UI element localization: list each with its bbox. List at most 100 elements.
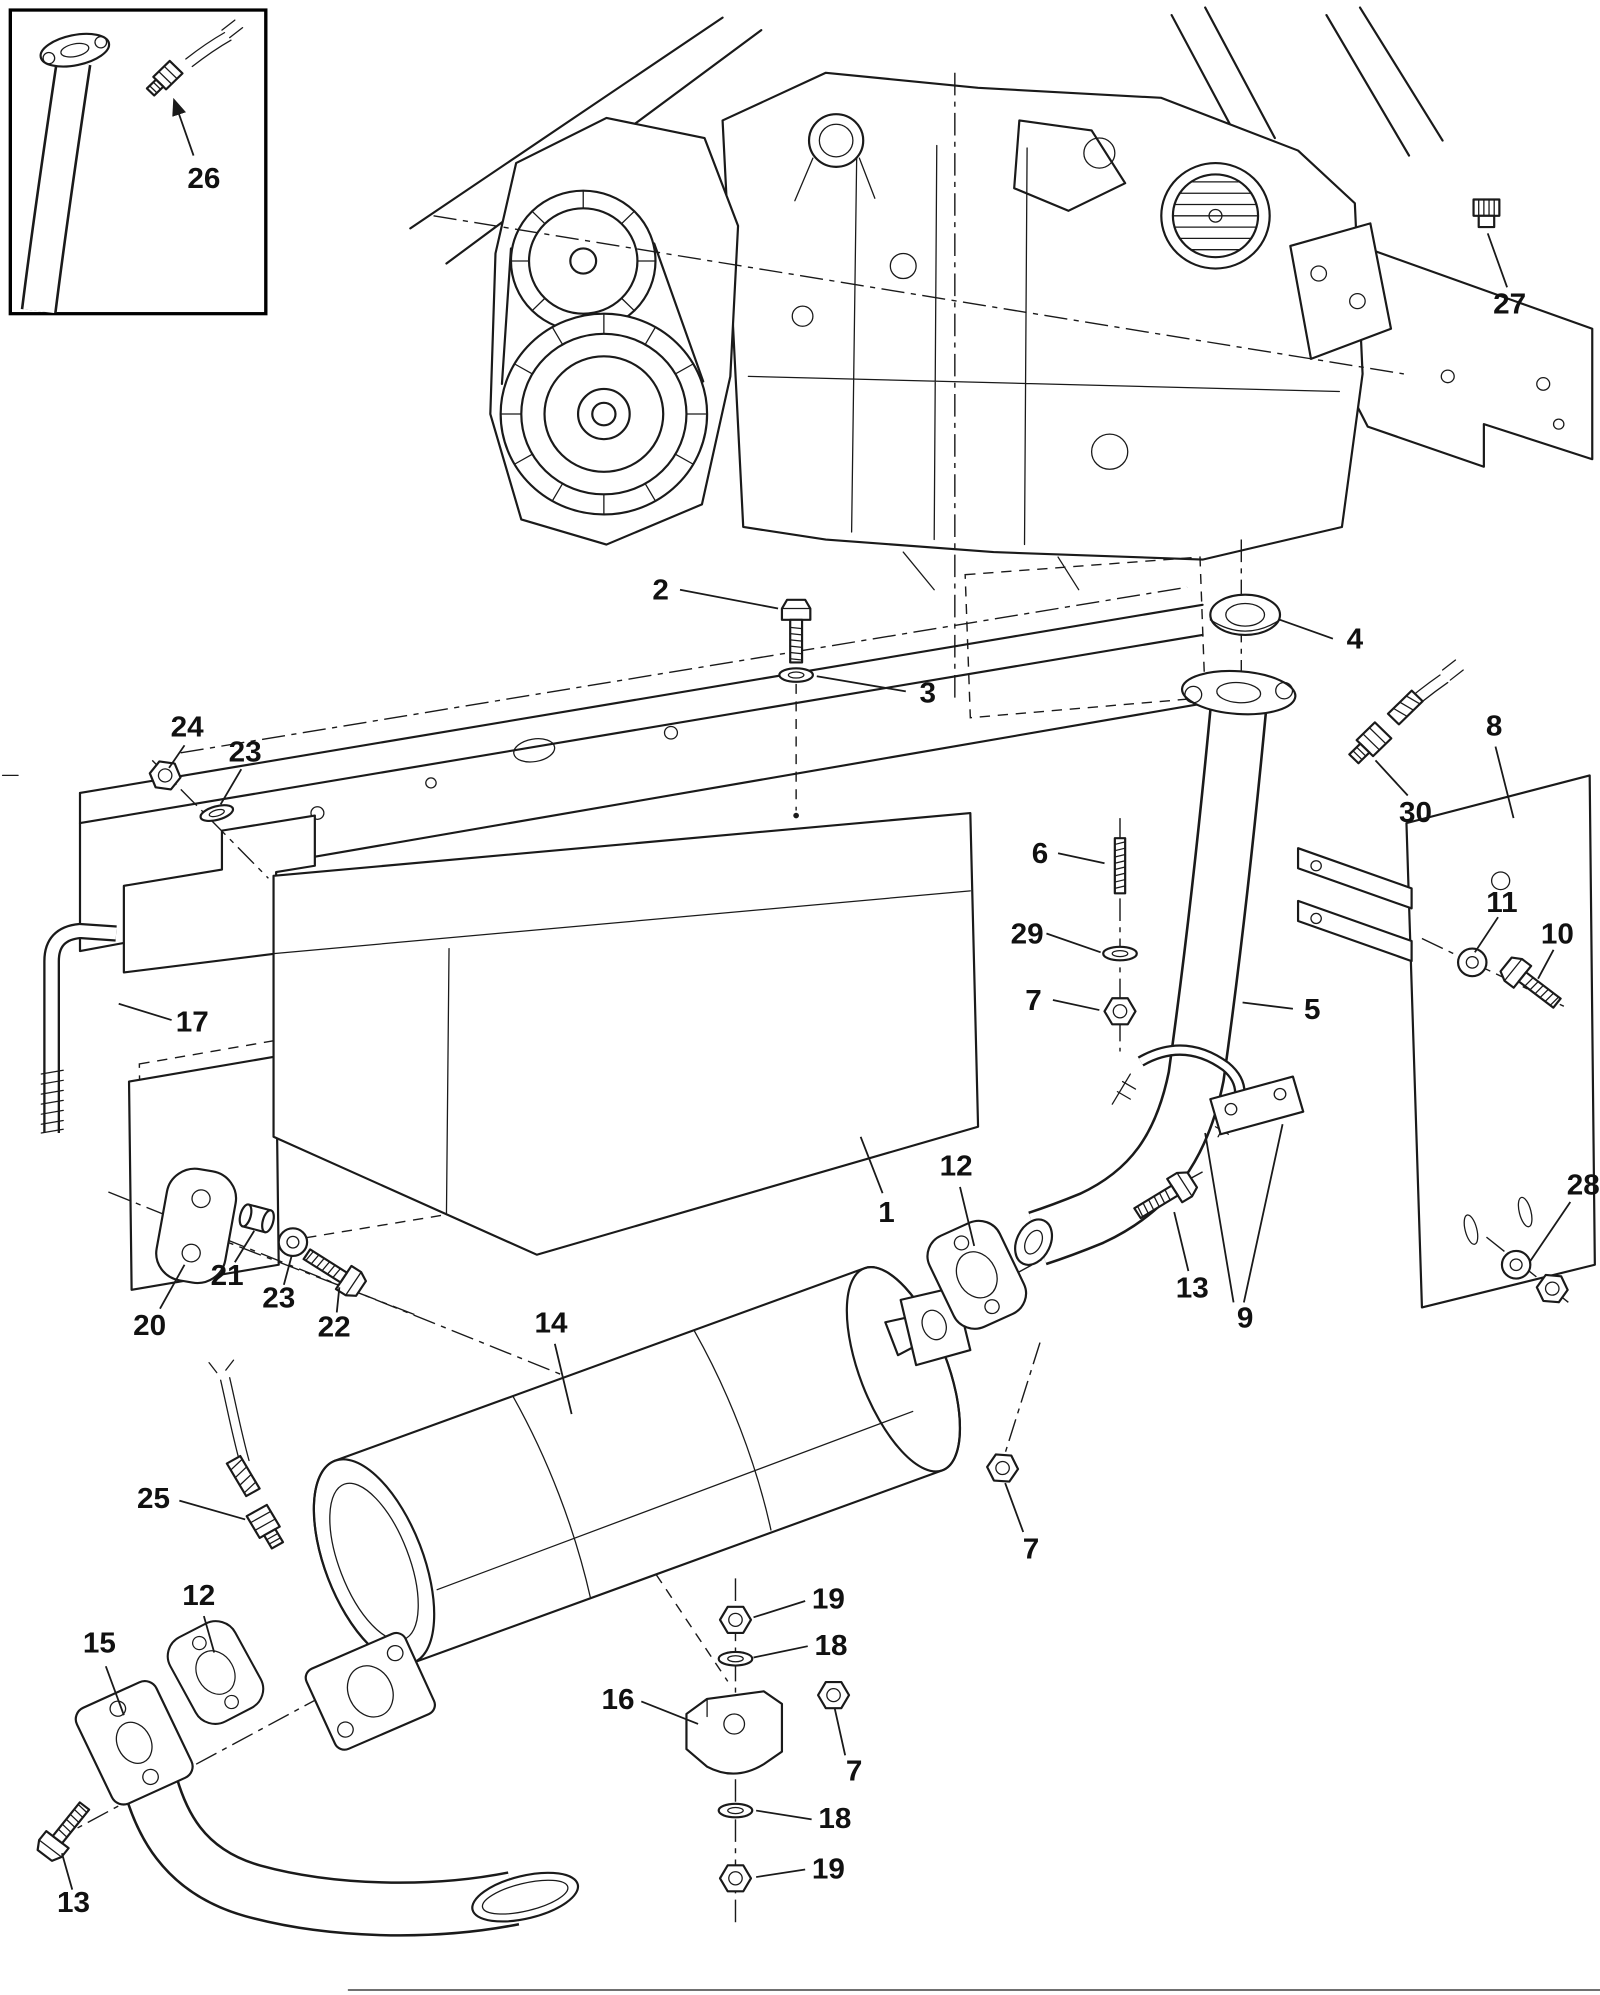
drive-belt xyxy=(500,242,705,386)
callout-label: 29 xyxy=(1011,919,1044,951)
exhaust-downpipe xyxy=(1014,669,1297,1266)
callout-label: 22 xyxy=(318,1312,351,1344)
hex-nut-7-icon xyxy=(1103,997,1137,1026)
washer-23-icon xyxy=(197,800,236,826)
hex-bolt-13-icon xyxy=(32,1796,97,1866)
callout-label: 3 xyxy=(919,678,936,710)
callout-label: 17 xyxy=(176,1007,209,1039)
heat-shield-panel xyxy=(272,811,980,1256)
callout-label: 12 xyxy=(940,1151,973,1183)
tailpipe-outlet xyxy=(471,1871,580,1923)
shield-step-bracket xyxy=(122,814,316,974)
washer-23-face-icon xyxy=(277,1227,309,1258)
downpipe-outlet-flange xyxy=(1014,1218,1054,1266)
oxygen-sensor-30 xyxy=(1348,659,1464,765)
mounting-bracket-plate xyxy=(1296,774,1596,1309)
washer-18-icon xyxy=(717,1802,754,1819)
rubber-mount xyxy=(155,1167,238,1285)
washer-29-icon xyxy=(1102,945,1138,962)
callout-label: 13 xyxy=(57,1888,90,1920)
callout-label: 24 xyxy=(171,712,205,744)
crankshaft-pulley xyxy=(499,312,709,516)
callout-label: 10 xyxy=(1541,919,1574,951)
callout-label: 9 xyxy=(1237,1303,1254,1335)
callout-label: 8 xyxy=(1486,711,1503,743)
callout-label: 23 xyxy=(262,1283,295,1315)
muffler xyxy=(304,1266,972,1751)
hex-nut-7-icon xyxy=(985,1452,1021,1484)
stud-6-icon xyxy=(1113,837,1127,895)
callout-label: 14 xyxy=(534,1308,568,1340)
inset-detail-box xyxy=(8,8,268,316)
fastener-hardware xyxy=(32,198,1570,1893)
inset-oxygen-sensor xyxy=(145,19,244,97)
inset-border xyxy=(8,8,268,316)
callout-label: 6 xyxy=(1032,839,1049,871)
callout-label: 13 xyxy=(1176,1273,1209,1305)
callout-label: 26 xyxy=(187,164,220,196)
callout-label: 19 xyxy=(812,1584,845,1616)
spacer xyxy=(238,1203,275,1234)
hanger-bracket xyxy=(685,1690,784,1775)
bracket-arm-upper xyxy=(1296,847,1413,910)
washer-3-icon xyxy=(778,667,814,683)
downpipe-top-flange xyxy=(1180,669,1297,716)
sensor-wire-ends xyxy=(1441,659,1464,681)
callout-label: 7 xyxy=(1023,1534,1040,1566)
bracket-arm-lower xyxy=(1296,899,1413,963)
exhaust-seal xyxy=(1209,593,1282,636)
callout-labels: 26 27 2 3 4 30 8 24 23 6 29 7 11 10 5 17… xyxy=(57,164,1600,1920)
callout-label: 7 xyxy=(1025,985,1042,1017)
frame-diagonal-far-right xyxy=(1325,6,1444,157)
sensor-wire-ends xyxy=(221,19,244,39)
inset-pipe-flange xyxy=(39,32,111,68)
callout-label: 7 xyxy=(846,1756,863,1788)
tailpipe-flange xyxy=(74,1680,194,1806)
hidden-bracket-outline xyxy=(964,556,1206,719)
callout-label: 19 xyxy=(812,1854,845,1886)
callout-label: 2 xyxy=(652,575,669,607)
engine-assembly xyxy=(409,6,1594,591)
hex-nut-24-icon xyxy=(146,759,184,792)
hex-bolt-22-icon xyxy=(298,1241,370,1302)
heat-shield-assembly xyxy=(122,811,980,1291)
engine-side-bracket xyxy=(1289,222,1393,360)
inset-arrow xyxy=(172,97,195,156)
hex-nut-19-icon xyxy=(718,1605,753,1634)
oxygen-sensor-25 xyxy=(208,1359,285,1550)
callout-label: 1 xyxy=(878,1197,895,1229)
hex-bolt-2-icon xyxy=(780,598,812,664)
bracket-plate xyxy=(1405,774,1596,1309)
callout-label: 16 xyxy=(602,1684,635,1716)
exhaust-gasket-icon xyxy=(158,1612,273,1733)
callout-label: 28 xyxy=(1567,1170,1600,1202)
callout-leader-lines xyxy=(61,233,1572,1890)
washer-18-icon xyxy=(717,1650,754,1667)
breather-cap xyxy=(807,113,865,168)
washer-28-icon xyxy=(1500,1249,1532,1280)
callout-label: 25 xyxy=(137,1484,170,1516)
plug-27-icon xyxy=(1472,198,1501,229)
u-bolt-hanger xyxy=(40,922,117,1134)
lift-bracket xyxy=(1013,119,1127,212)
hex-nut-7-icon xyxy=(816,1680,851,1710)
callout-label: 30 xyxy=(1399,797,1432,829)
callout-label: 4 xyxy=(1347,624,1364,656)
callout-label: 5 xyxy=(1304,994,1321,1026)
washer-11-icon xyxy=(1456,947,1488,978)
callout-label: 18 xyxy=(818,1803,851,1835)
clamp-saddle xyxy=(1209,1075,1305,1136)
muffler-inlet-flange xyxy=(304,1631,436,1751)
callout-label: 21 xyxy=(211,1260,244,1292)
tailpipe xyxy=(74,1680,580,1937)
callout-label: 23 xyxy=(229,737,262,769)
exhaust-clamp xyxy=(1111,1044,1305,1138)
sensor-wire-ends xyxy=(208,1359,235,1374)
callout-label: 27 xyxy=(1493,289,1526,321)
callout-label: 20 xyxy=(133,1310,166,1342)
hex-nut-19-icon xyxy=(718,1864,753,1893)
callout-label: 15 xyxy=(83,1628,116,1660)
callout-label: 11 xyxy=(1486,888,1517,920)
